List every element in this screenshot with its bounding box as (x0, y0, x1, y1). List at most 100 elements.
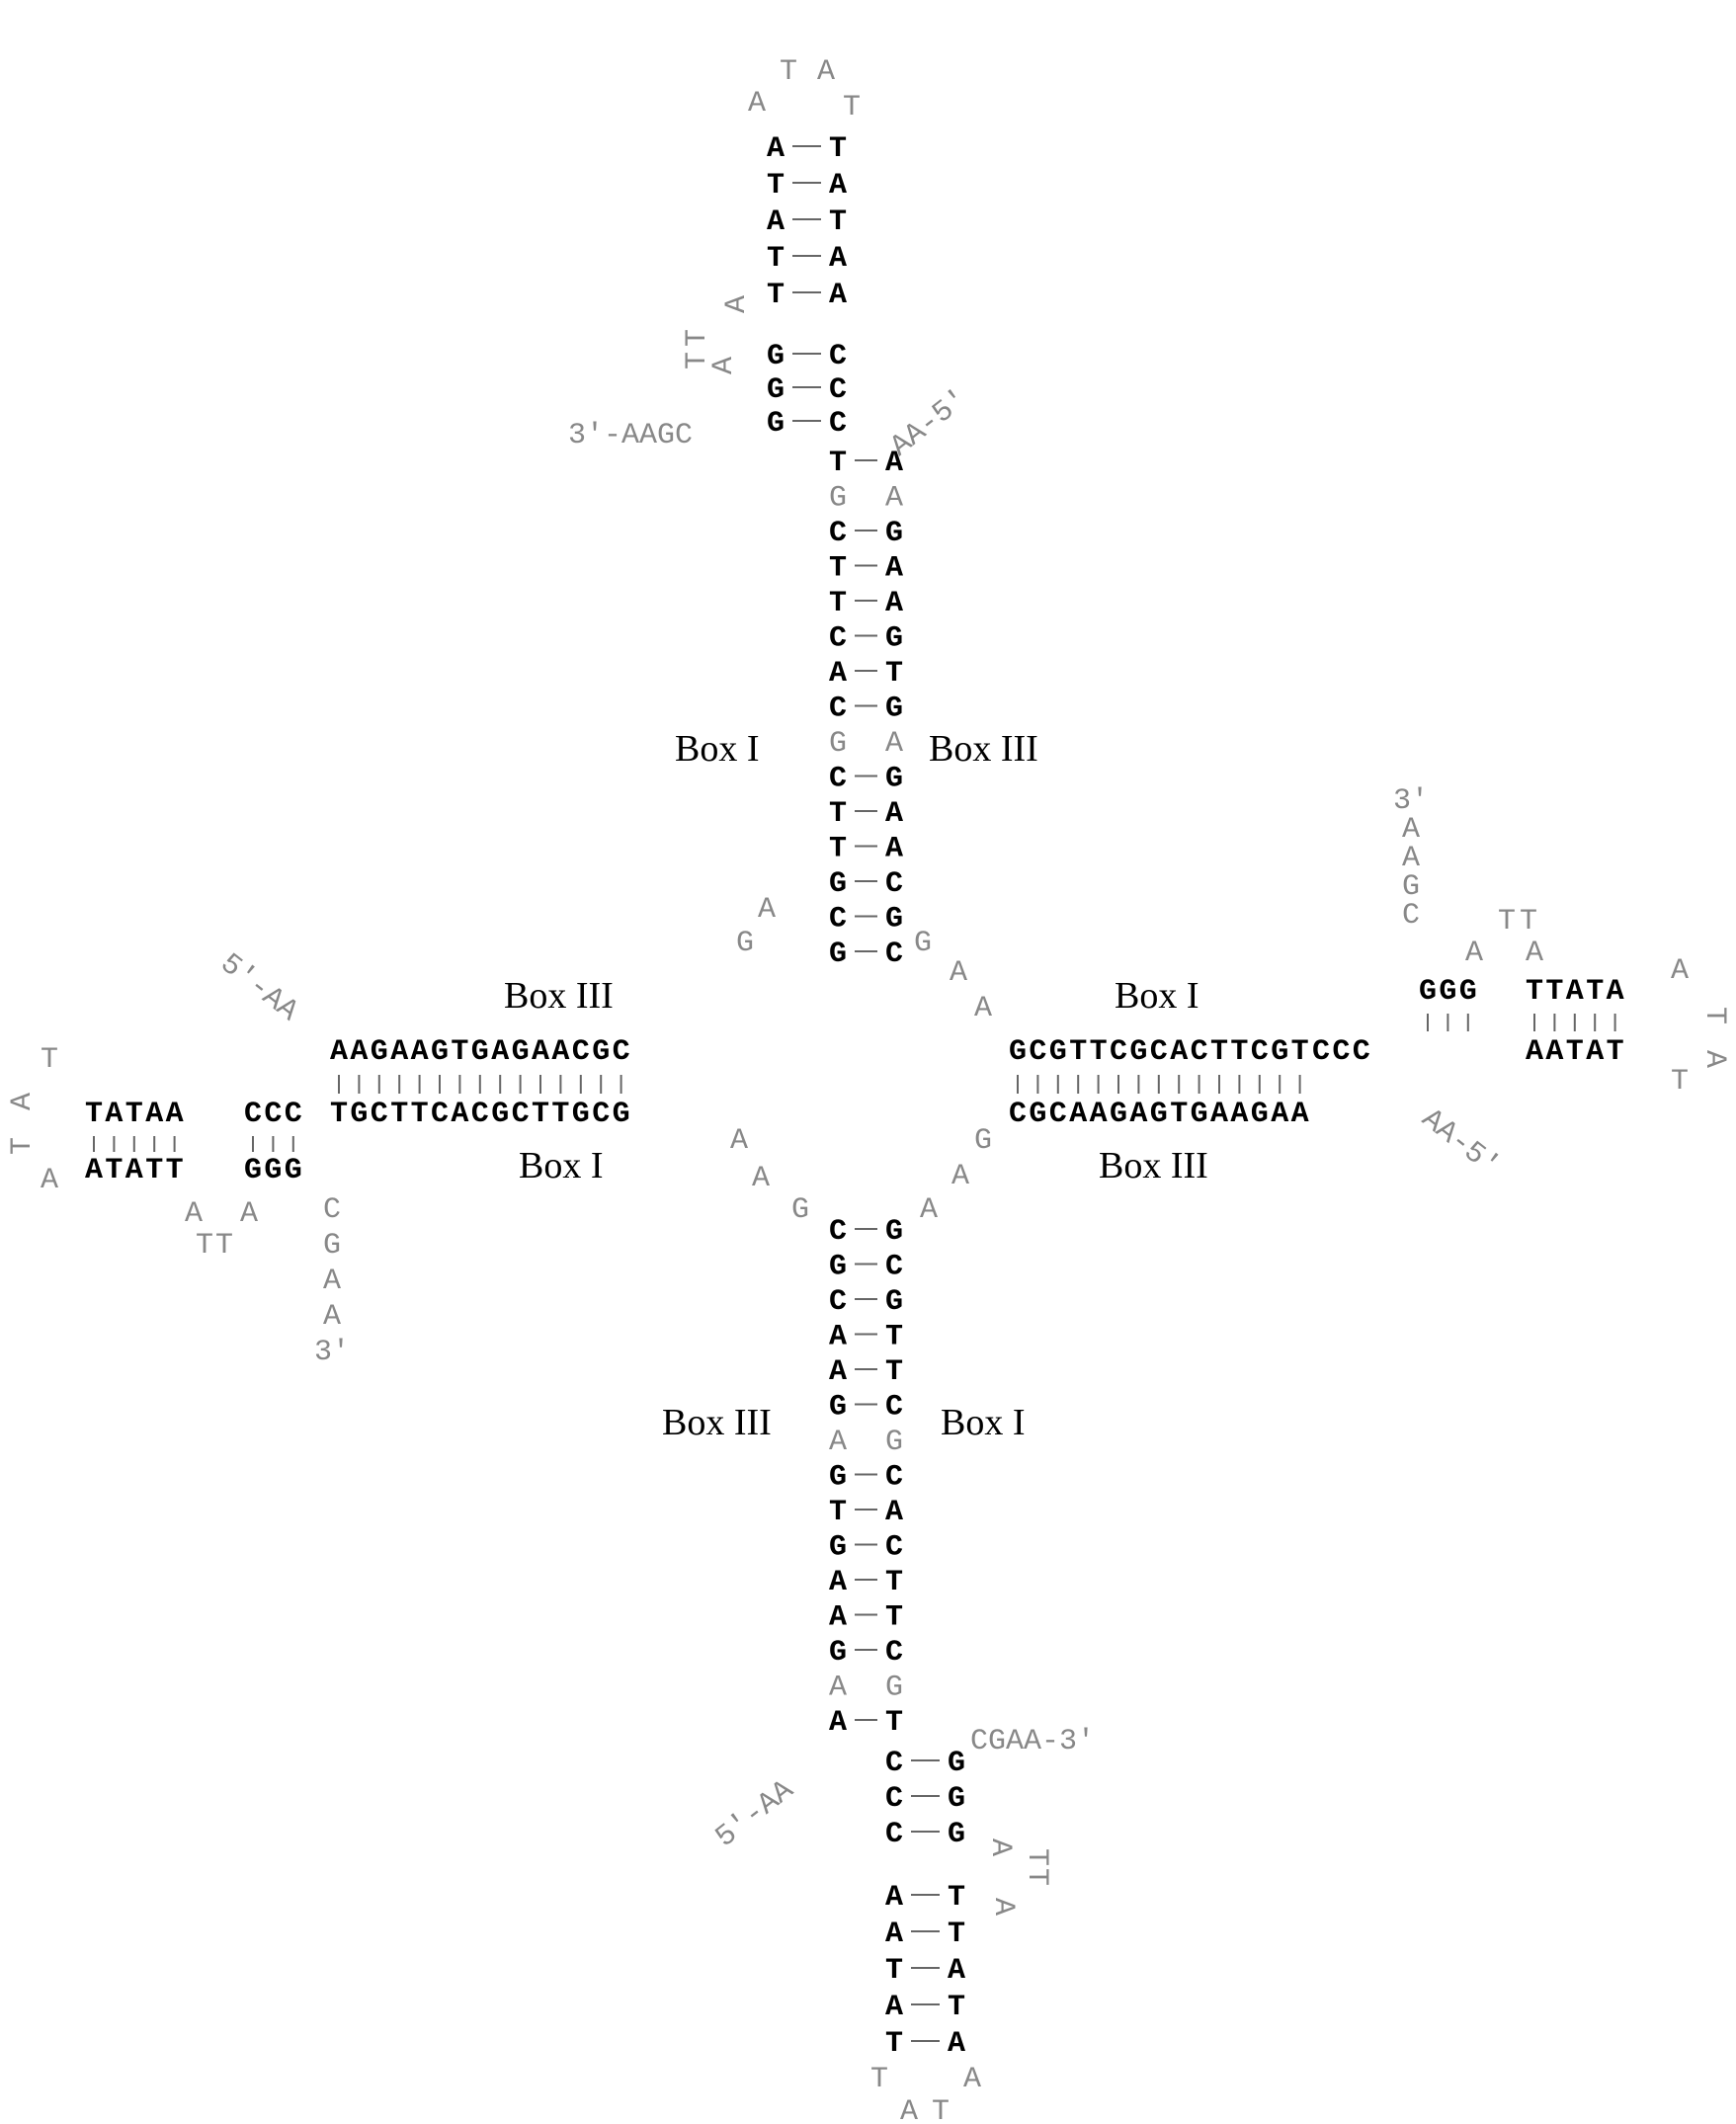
nucleotide: T (1170, 1098, 1188, 1131)
bulge-nucleotide: A (1465, 937, 1483, 970)
strand-tail-nucleotide: A (323, 1265, 341, 1298)
nucleotide: G (829, 1251, 847, 1284)
nucleotide: T (1586, 975, 1604, 1009)
nucleotide: T (829, 205, 847, 239)
nucleotide: A (1129, 1098, 1147, 1131)
nucleotide: G (350, 1098, 368, 1131)
box-label: Box I (1115, 975, 1199, 1017)
nucleotide: T (125, 1098, 143, 1131)
nucleotide: C (885, 1391, 903, 1425)
loop-nucleotide: T (932, 2095, 950, 2124)
nucleotide: T (885, 657, 903, 691)
nucleotide: T (390, 1098, 408, 1131)
nucleotide: A (885, 552, 903, 586)
nucleotide: A (1230, 1098, 1248, 1131)
nucleotide: G (829, 1531, 847, 1565)
nucleotide: G (1251, 1098, 1269, 1131)
nucleotide: C (1332, 1035, 1350, 1069)
nucleotide: C (1049, 1098, 1067, 1131)
nucleotide: C (592, 1098, 610, 1131)
nucleotide: T (885, 1706, 903, 1740)
nucleotide: C (285, 1098, 302, 1131)
loop-nucleotide: T (780, 55, 797, 89)
nucleotide: C (572, 1035, 590, 1069)
nucleotide: T (948, 1881, 965, 1915)
junction-nucleotide: A (752, 1162, 770, 1195)
junction-nucleotide: A (951, 1160, 969, 1193)
bulge-nucleotide: T (681, 329, 714, 347)
nucleotide: T (885, 1355, 903, 1389)
nucleotide: C (885, 1818, 903, 1851)
nucleotide: C (264, 1098, 282, 1131)
nucleotide: T (330, 1098, 348, 1131)
nucleotide: T (1069, 1035, 1087, 1069)
bulge-nucleotide: A (1526, 937, 1543, 970)
nucleotide: C (885, 1461, 903, 1495)
nucleotide: A (1069, 1098, 1087, 1131)
strand-end-label: 5'-AA (709, 1774, 800, 1855)
bulge-nucleotide: T (215, 1229, 233, 1263)
nucleotide: T (829, 552, 847, 586)
nucleotide: T (1291, 1035, 1309, 1069)
loop-nucleotide: T (41, 1043, 58, 1077)
nucleotide: C (829, 1215, 847, 1249)
nucleotide: G (885, 903, 903, 937)
nucleotide: C (371, 1098, 388, 1131)
junction-nucleotide: A (920, 1193, 938, 1227)
nucleotide: T (1210, 1035, 1228, 1069)
nucleotide: T (829, 1496, 847, 1529)
nucleotide: C (829, 407, 847, 441)
loop-nucleotide: T (1671, 1065, 1689, 1099)
nucleotide: C (1353, 1035, 1370, 1069)
nucleotide: G (885, 693, 903, 726)
nucleotide: T (885, 1601, 903, 1635)
nucleotide: C (885, 938, 903, 971)
nucleotide: A (948, 2027, 965, 2061)
nucleotide: G (885, 622, 903, 656)
nucleotide: G (829, 1391, 847, 1425)
nucleotide: G (471, 1035, 489, 1069)
nucleotide: A (885, 587, 903, 620)
box-label: Box III (504, 975, 614, 1017)
nucleotide: C (885, 1531, 903, 1565)
strand-tail-nucleotide: A (1402, 842, 1420, 875)
nucleotide: A (829, 279, 847, 312)
nucleotide: A (85, 1154, 103, 1187)
nucleotide: T (451, 1035, 468, 1069)
nucleotide: T (411, 1098, 429, 1131)
loop-nucleotide: T (870, 2063, 888, 2096)
nucleotide: A (885, 1496, 903, 1529)
bulge-nucleotide: A (240, 1197, 258, 1231)
nucleotide: A (767, 132, 785, 166)
nucleotide: T (948, 1918, 965, 1951)
nucleotide: C (1251, 1035, 1269, 1069)
nucleotide: G (1110, 1098, 1127, 1131)
strand-tail-nucleotide: A (1402, 813, 1420, 847)
nucleotide: A (885, 1881, 903, 1915)
nucleotide: A (829, 657, 847, 691)
strand-tail-nucleotide: C (1402, 899, 1420, 933)
nucleotide: A (885, 447, 903, 480)
nucleotide: A (885, 1991, 903, 2024)
nucleotide: A (885, 482, 903, 516)
nucleotide: T (166, 1154, 184, 1187)
bulge-nucleotide: A (707, 357, 741, 374)
nucleotide: T (829, 132, 847, 166)
bulge-nucleotide: T (681, 352, 714, 369)
nucleotide: T (885, 1566, 903, 1599)
nucleotide: G (885, 1215, 903, 1249)
loop-nucleotide: T (1697, 1007, 1731, 1024)
nucleotide: A (1586, 1035, 1604, 1069)
strand-tail-nucleotide: 3' (314, 1336, 350, 1369)
nucleotide: A (948, 1954, 965, 1988)
nucleotide: A (829, 1321, 847, 1354)
nucleotide: T (829, 587, 847, 620)
nucleotide: T (1090, 1035, 1108, 1069)
bulge-nucleotide: T (1020, 1848, 1053, 1866)
nucleotide: C (1150, 1035, 1168, 1069)
nucleotide: A (1545, 1035, 1563, 1069)
nucleotide: A (166, 1098, 184, 1131)
nucleotide: A (125, 1154, 143, 1187)
strand-end-label: AA-5' (1415, 1103, 1506, 1184)
